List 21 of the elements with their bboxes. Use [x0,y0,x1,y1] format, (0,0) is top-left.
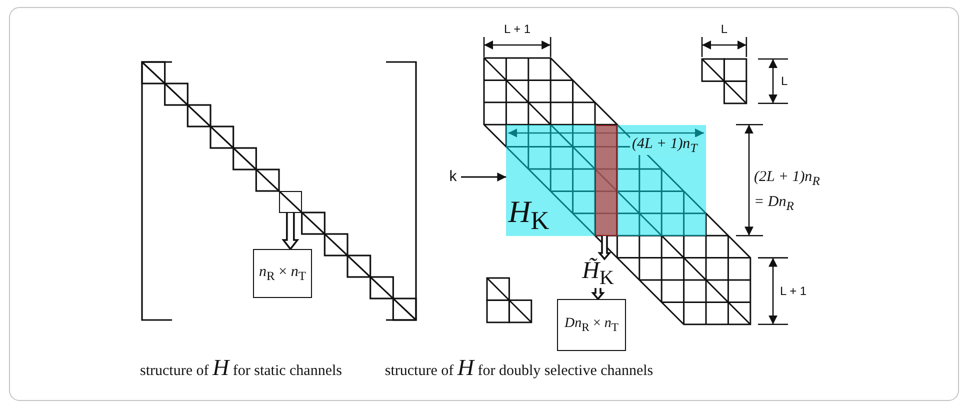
dimension-label: L [720,22,728,36]
matrix-symbol: H$_{K}$ [508,196,550,234]
arrow [282,212,300,250]
matrix-symbol: H̃$_{K}$ [582,259,614,288]
math-label: (2L + 1)n$_{R}$ [754,170,820,188]
index-label: k [445,167,461,187]
dimension-label: L + 1 [504,22,531,36]
highlight-region [506,124,706,236]
caption: structure of H for doubly selective channels [384,356,654,382]
highlight-column [594,124,618,236]
arrow [598,234,612,260]
submatrix-box: Dn$_{R}$ × n$_{T}$ [557,299,626,351]
arrow [591,287,605,300]
matrix-block [279,191,302,212]
submatrix-box: n$_{R}$ × n$_{T}$ [253,249,312,298]
math-label: = Dn$_{R}$ [754,195,794,214]
caption: structure of H for static channels [140,356,342,382]
dimension-label: L [781,74,788,88]
dimension-label: L + 1 [780,284,807,298]
arrow [461,172,506,182]
math-label: (4L + 1)n$_{T}$ [630,137,700,156]
